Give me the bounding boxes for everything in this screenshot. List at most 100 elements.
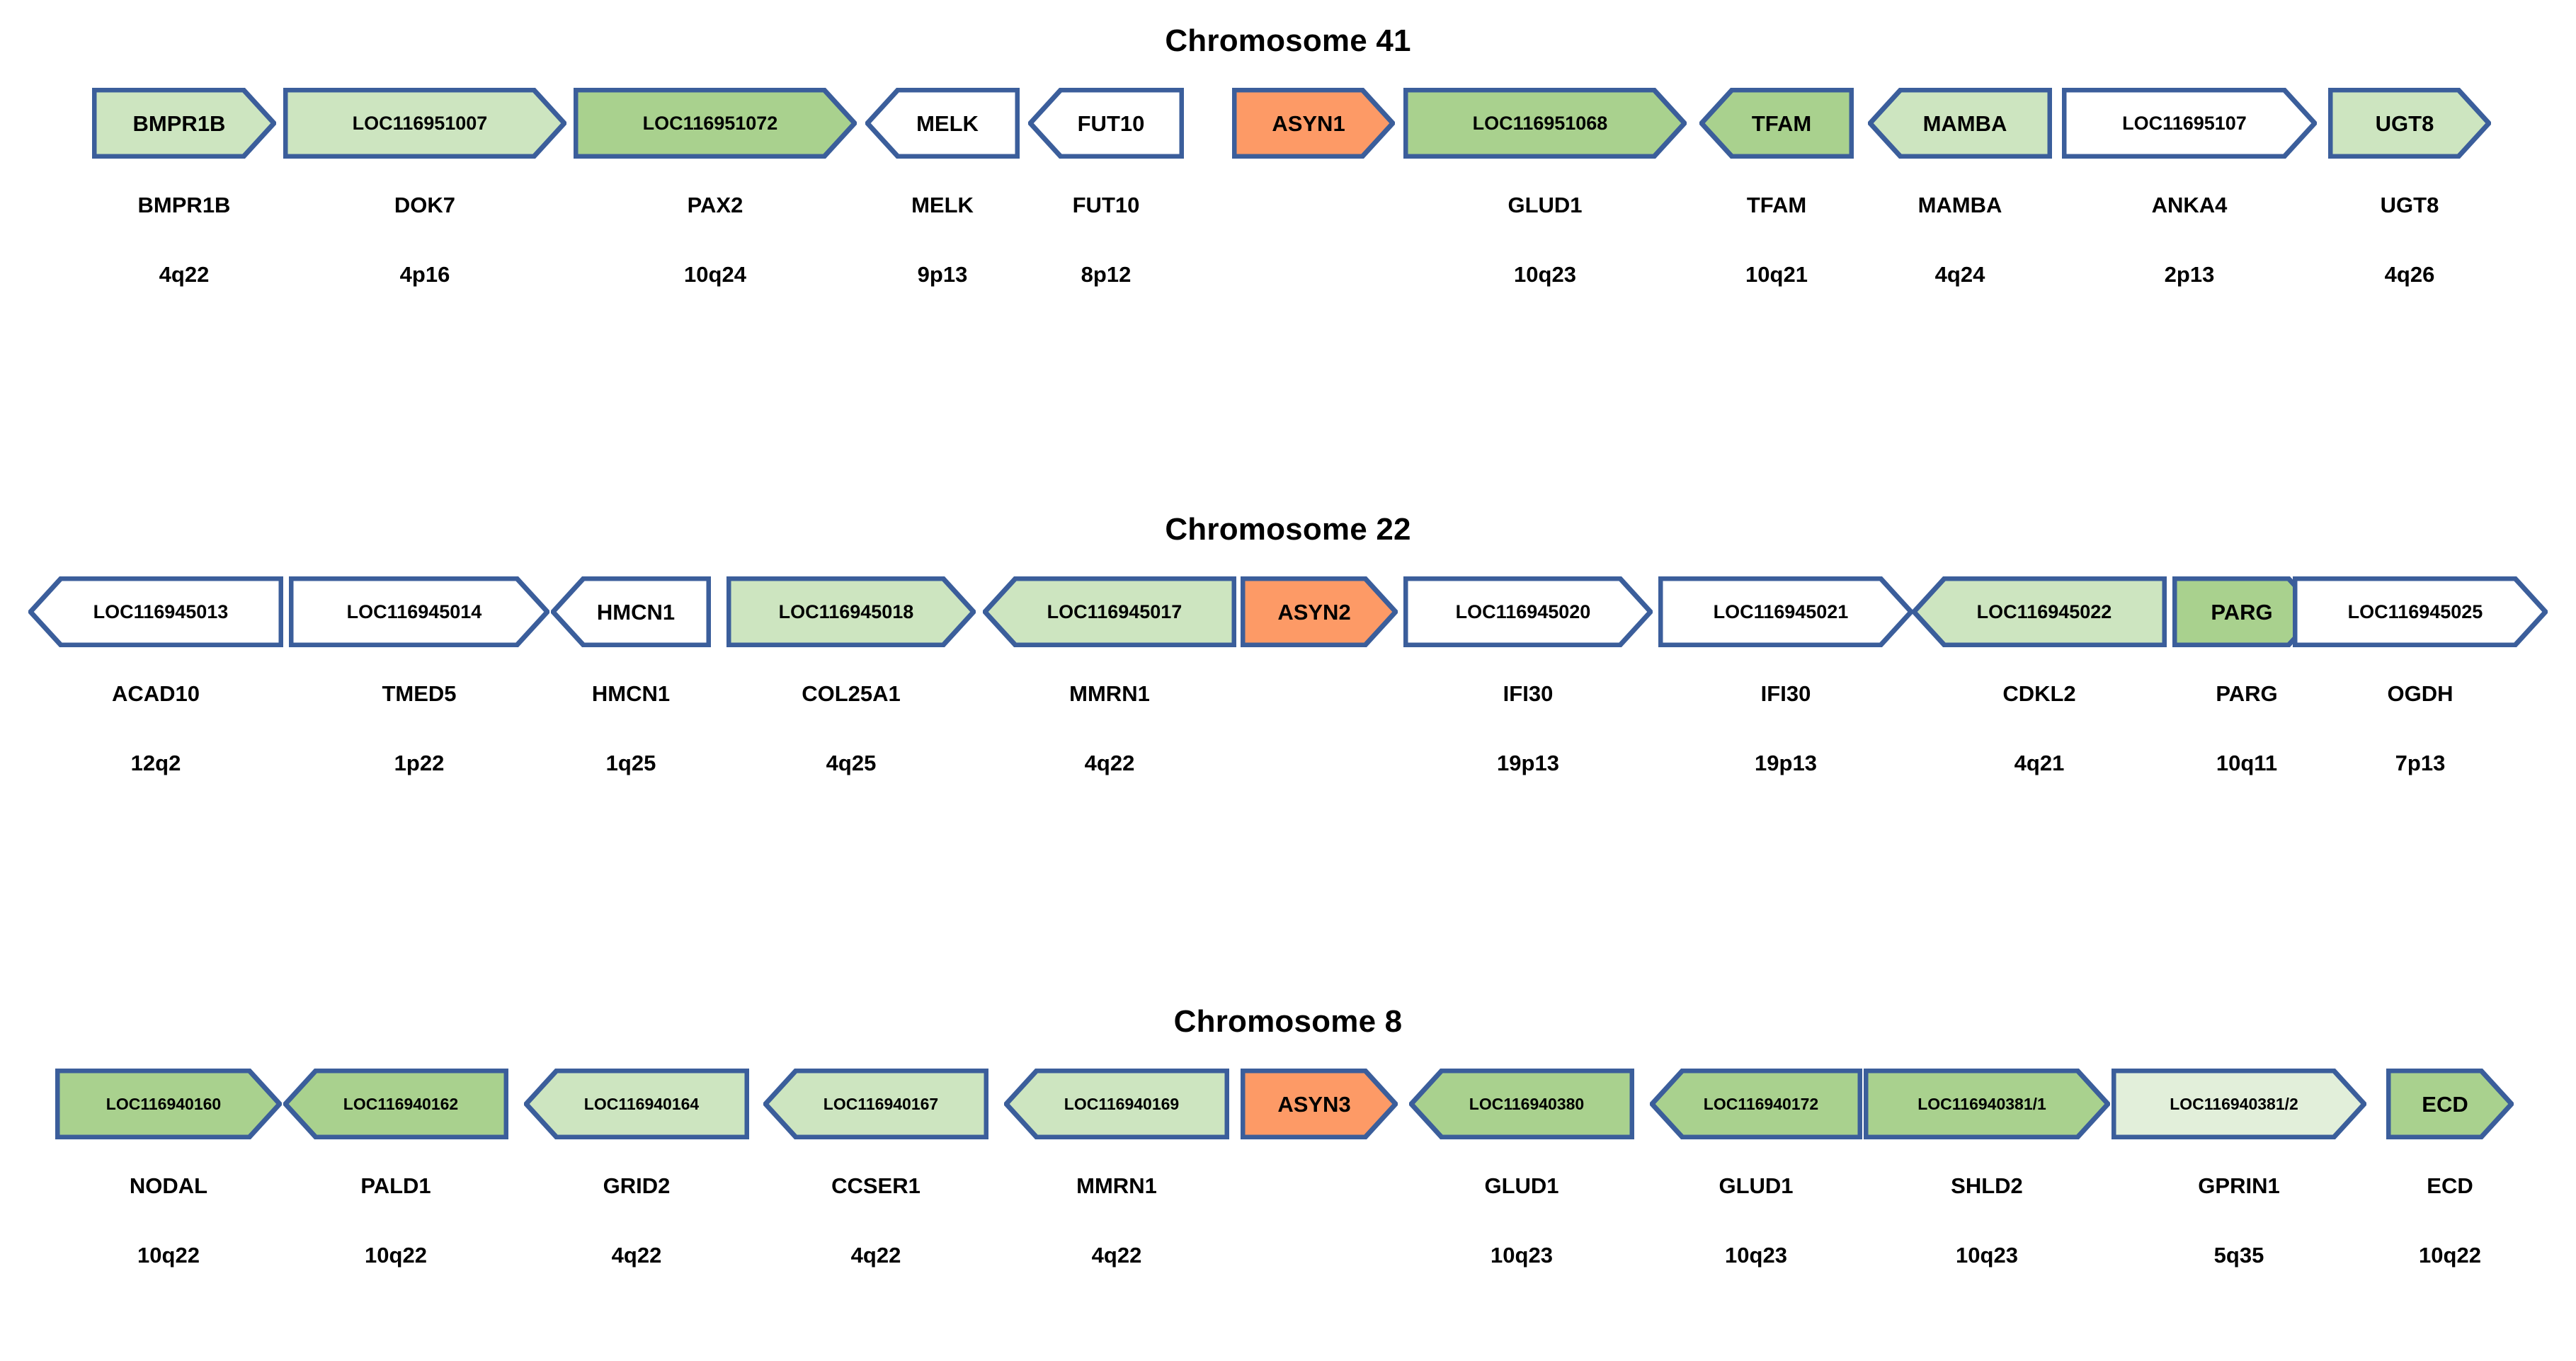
homolog-gene-name: COL25A1 bbox=[802, 681, 901, 706]
gene-arrow-label: LOC116945013 bbox=[93, 600, 229, 622]
gene-arrow[interactable]: LOC11695107 bbox=[2062, 88, 2317, 159]
gene-arrow-label: LOC116945017 bbox=[1047, 600, 1182, 622]
homolog-gene-name: GLUD1 bbox=[1484, 1173, 1559, 1198]
homolog-gene-name: PAX2 bbox=[687, 193, 743, 217]
arrow-shape-icon bbox=[763, 1069, 988, 1139]
gene-arrow[interactable]: LOC116945022 bbox=[1912, 576, 2167, 647]
homolog-gene-name: OGDH bbox=[2387, 681, 2454, 706]
arrow-shape-icon bbox=[1699, 88, 1854, 159]
gene-arrow[interactable]: LOC116951007 bbox=[283, 88, 566, 159]
arrow-shape-icon bbox=[524, 1069, 749, 1139]
cytoband-label: 7p13 bbox=[2395, 751, 2446, 775]
gene-arrow[interactable]: LOC116945018 bbox=[726, 576, 976, 647]
gene-arrow[interactable]: ASYN2 bbox=[1241, 576, 1398, 647]
gene-arrow[interactable]: TFAM bbox=[1699, 88, 1854, 159]
gene-arrow-label: ECD bbox=[2422, 1091, 2468, 1117]
cytoband-label: 4q25 bbox=[826, 751, 877, 775]
arrow-shape-icon bbox=[92, 88, 276, 159]
cytoband-label: 5q35 bbox=[2213, 1243, 2264, 1268]
arrow-shape-icon bbox=[574, 88, 857, 159]
homolog-gene-name: BMPR1B bbox=[137, 193, 231, 217]
gene-arrow[interactable]: LOC116940381/2 bbox=[2111, 1069, 2366, 1139]
gene-arrow-label: LOC116945022 bbox=[1976, 600, 2112, 622]
homolog-gene-name: PARG bbox=[2216, 681, 2278, 706]
gene-arrow[interactable]: LOC116940172 bbox=[1650, 1069, 1862, 1139]
gene-arrow-label: LOC11695107 bbox=[2122, 112, 2247, 134]
homolog-gene-name: GPRIN1 bbox=[2198, 1173, 2280, 1198]
homolog-gene-name: CDKL2 bbox=[2002, 681, 2076, 706]
gene-arrow[interactable]: FUT10 bbox=[1028, 88, 1184, 159]
gene-arrow[interactable]: LOC116940160 bbox=[55, 1069, 282, 1139]
homolog-gene-name: GLUD1 bbox=[1508, 193, 1583, 217]
chromosome-title: Chromosome 8 bbox=[1173, 1004, 1403, 1039]
cytoband-label: 1q25 bbox=[605, 751, 656, 775]
homolog-gene-name: ECD bbox=[2427, 1173, 2473, 1198]
gene-arrow-label: LOC116940162 bbox=[343, 1094, 459, 1113]
arrow-shape-icon bbox=[865, 88, 1020, 159]
homolog-gene-name: MMRN1 bbox=[1069, 681, 1150, 706]
gene-arrow-label: ASYN3 bbox=[1277, 1091, 1351, 1117]
cytoband-label: 10q21 bbox=[1745, 262, 1808, 287]
gene-arrow[interactable]: HMCN1 bbox=[551, 576, 711, 647]
gene-arrow[interactable]: UGT8 bbox=[2328, 88, 2491, 159]
homolog-gene-name: ANKA4 bbox=[2151, 193, 2228, 217]
cytoband-label: 4q26 bbox=[2384, 262, 2435, 287]
gene-arrow[interactable]: BMPR1B bbox=[92, 88, 276, 159]
homolog-gene-name: FUT10 bbox=[1072, 193, 1140, 217]
arrow-shape-icon bbox=[2062, 88, 2317, 159]
arrow-shape-icon bbox=[1028, 88, 1184, 159]
arrow-shape-icon bbox=[1650, 1069, 1862, 1139]
gene-arrow[interactable]: ECD bbox=[2386, 1069, 2514, 1139]
gene-arrow-label: LOC116951007 bbox=[352, 112, 488, 134]
arrow-shape-icon bbox=[1403, 576, 1653, 647]
cytoband-label: 4q22 bbox=[611, 1243, 662, 1268]
gene-arrow[interactable]: LOC116945014 bbox=[289, 576, 549, 647]
gene-arrow[interactable]: LOC116945013 bbox=[28, 576, 283, 647]
chromosome-title: Chromosome 41 bbox=[1165, 23, 1411, 58]
gene-arrow-label: LOC116940169 bbox=[1064, 1094, 1180, 1113]
arrow-shape-icon bbox=[1868, 88, 2052, 159]
gene-arrow[interactable]: LOC116945025 bbox=[2293, 576, 2548, 647]
cytoband-label: 4q21 bbox=[2014, 751, 2065, 775]
gene-arrow[interactable]: LOC116940162 bbox=[283, 1069, 508, 1139]
gene-arrow[interactable]: LOC116951072 bbox=[574, 88, 857, 159]
gene-arrow-label: ASYN1 bbox=[1272, 110, 1345, 136]
homolog-gene-name: IFI30 bbox=[1760, 681, 1811, 706]
gene-arrow[interactable]: ASYN3 bbox=[1241, 1069, 1398, 1139]
homolog-gene-name: ACAD10 bbox=[111, 681, 200, 706]
homolog-gene-name: DOK7 bbox=[394, 193, 456, 217]
gene-arrow[interactable]: LOC116945020 bbox=[1403, 576, 1653, 647]
cytoband-label: 1p22 bbox=[394, 751, 445, 775]
homolog-gene-name: IFI30 bbox=[1503, 681, 1554, 706]
homolog-gene-name: GLUD1 bbox=[1719, 1173, 1794, 1198]
gene-arrow[interactable]: LOC116940380 bbox=[1409, 1069, 1634, 1139]
homolog-gene-name: SHLD2 bbox=[1951, 1173, 2023, 1198]
homolog-gene-name: PALD1 bbox=[360, 1173, 431, 1198]
cytoband-label: 19p13 bbox=[1755, 751, 1817, 775]
gene-arrow-label: BMPR1B bbox=[132, 110, 226, 136]
cytoband-label: 4q24 bbox=[1934, 262, 1985, 287]
cytoband-label: 10q24 bbox=[684, 262, 746, 287]
arrow-shape-icon bbox=[55, 1069, 282, 1139]
arrow-shape-icon bbox=[1241, 576, 1398, 647]
gene-arrow[interactable]: LOC116940167 bbox=[763, 1069, 988, 1139]
gene-arrow[interactable]: LOC116945017 bbox=[983, 576, 1236, 647]
gene-arrow[interactable]: LOC116940381/1 bbox=[1864, 1069, 2110, 1139]
arrow-shape-icon bbox=[283, 1069, 508, 1139]
gene-arrow[interactable]: MELK bbox=[865, 88, 1020, 159]
gene-arrow[interactable]: LOC116951068 bbox=[1403, 88, 1687, 159]
gene-arrow[interactable]: LOC116940169 bbox=[1004, 1069, 1229, 1139]
arrow-shape-icon bbox=[2293, 576, 2548, 647]
arrow-shape-icon bbox=[551, 576, 711, 647]
gene-arrow[interactable]: LOC116940164 bbox=[524, 1069, 749, 1139]
gene-arrow-label: LOC116945018 bbox=[778, 600, 914, 622]
gene-arrow[interactable]: LOC116945021 bbox=[1658, 576, 1913, 647]
homolog-gene-name: UGT8 bbox=[2380, 193, 2439, 217]
gene-arrow[interactable]: MAMBA bbox=[1868, 88, 2052, 159]
gene-arrow[interactable]: ASYN1 bbox=[1232, 88, 1395, 159]
cytoband-label: 4q22 bbox=[1084, 751, 1135, 775]
arrow-shape-icon bbox=[726, 576, 976, 647]
